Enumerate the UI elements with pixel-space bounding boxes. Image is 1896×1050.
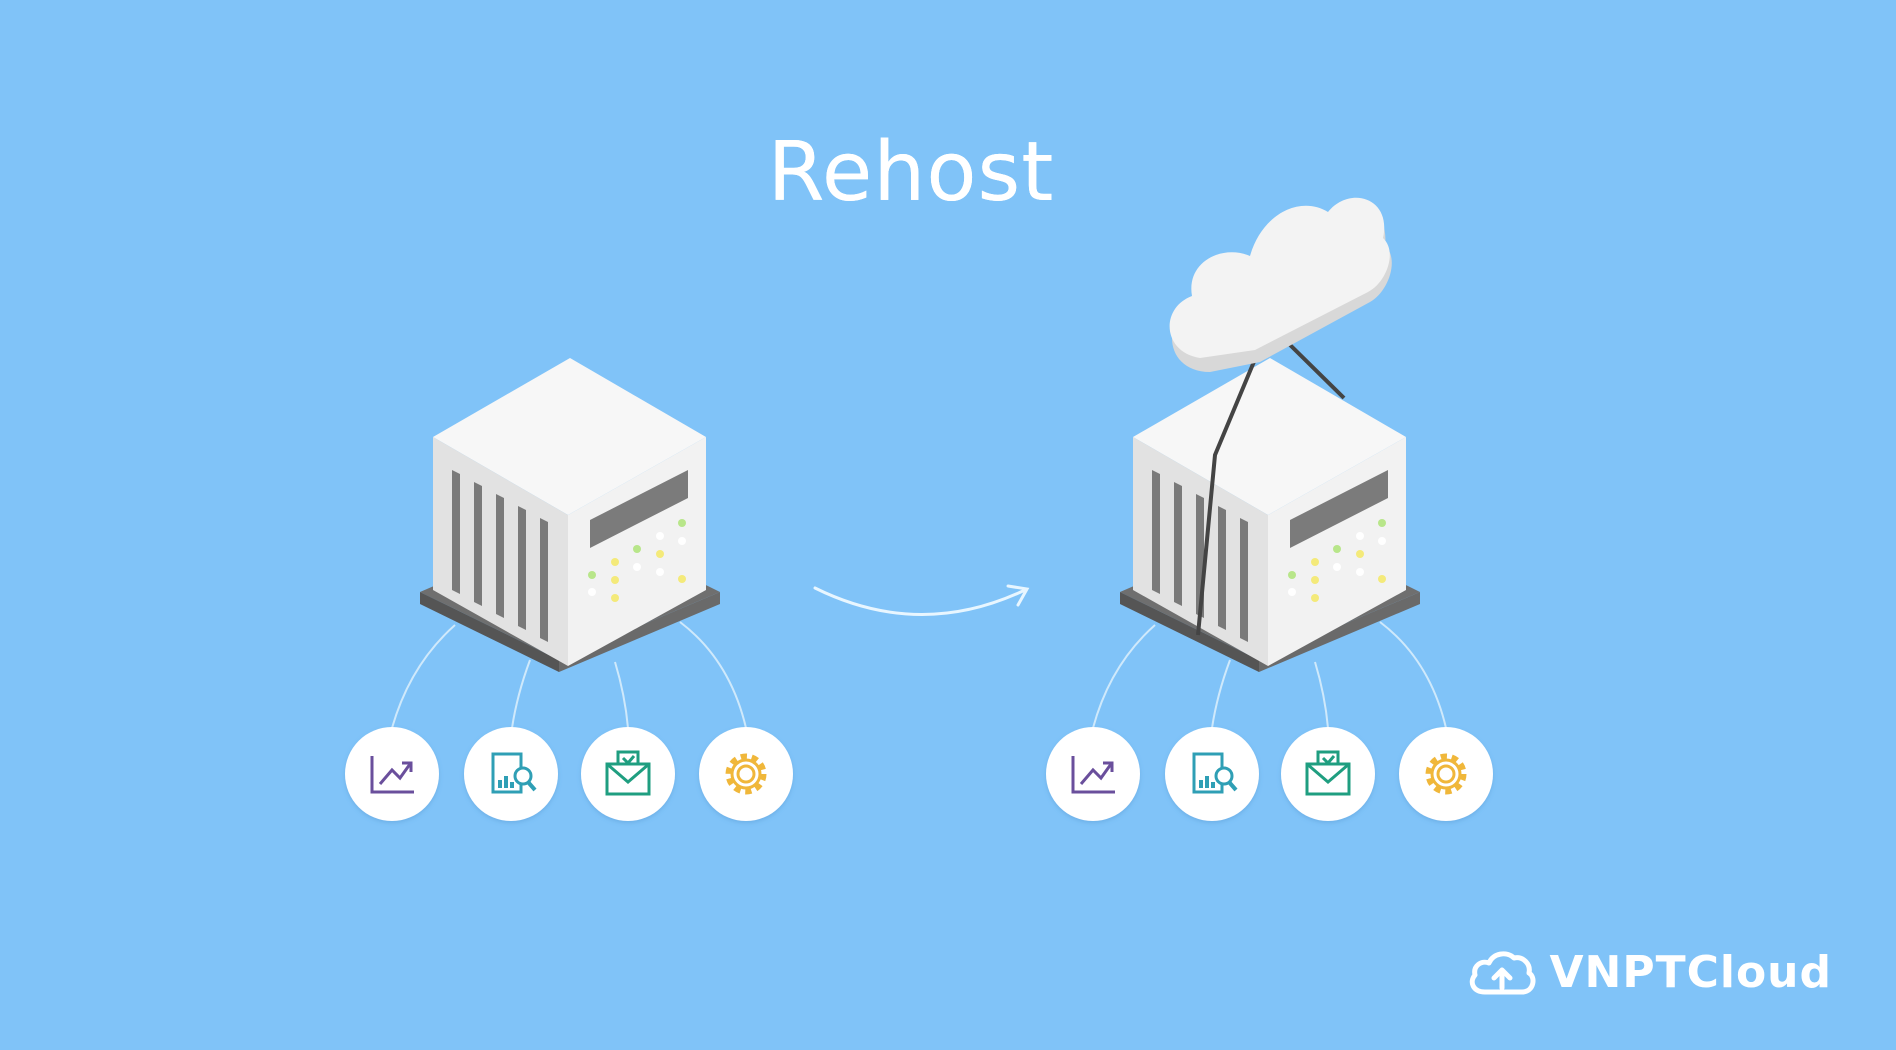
report-search-icon [1165, 727, 1259, 821]
source-apps [345, 727, 793, 821]
gear-icon [1399, 727, 1493, 821]
server-icon [433, 358, 706, 666]
target-connectors [1092, 621, 1447, 729]
server-slots [452, 470, 548, 642]
server-leds [1288, 519, 1386, 602]
chart-icon [1046, 727, 1140, 821]
server-display [1290, 470, 1388, 548]
title: Rehost [767, 125, 1055, 220]
server-icon [1133, 358, 1406, 666]
source-server-group [345, 358, 793, 821]
mail-icon [1281, 727, 1375, 821]
brand-name: VNPTCloud [1549, 946, 1832, 998]
cloud-upload-icon [1470, 951, 1536, 995]
target-apps [1046, 727, 1493, 821]
server-leds [588, 519, 686, 602]
chart-icon [345, 727, 439, 821]
migration-arrow-icon [813, 584, 1030, 616]
server-slots [1152, 470, 1248, 642]
mail-icon [581, 727, 675, 821]
server-display [590, 470, 688, 548]
cloud-icon [1169, 197, 1392, 372]
gear-icon [699, 727, 793, 821]
cloud-cables [1196, 336, 1346, 636]
page-title: Rehost [767, 125, 1055, 220]
target-server-group [1046, 197, 1493, 821]
brand-logo: VNPTCloud [1467, 942, 1832, 1002]
source-connectors [391, 621, 747, 729]
report-search-icon [464, 727, 558, 821]
